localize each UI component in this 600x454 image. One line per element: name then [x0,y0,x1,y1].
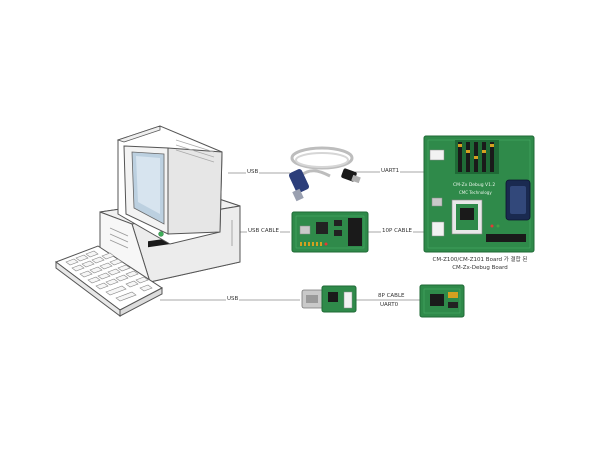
10p-cable-label: 10P CABLE [381,228,413,235]
usb-top-label: USB [246,169,260,176]
mini-usb-port-icon [299,225,311,235]
8p-cable-label: 8P CABLE [378,293,405,299]
uart1-label: UART1 [380,168,401,175]
usb-cable-label: USB CABLE [247,228,280,235]
usb-bottom-label: USB [226,296,240,303]
caption-line-1: CM-Z100/CM-Z101 Board 가 결합 된 [432,257,528,263]
db9-connector-icon [288,169,310,193]
usb-serial-cable [288,146,361,202]
debug-board-vendor-text: CMC Technology [459,190,492,195]
usb-stick-adapter [301,285,357,313]
debug-board-caption: CM-Z100/CM-Z101 Board 가 결합 된 CM-Zx-Debug… [420,256,540,272]
keyboard-keys [65,250,153,302]
debug-board [423,135,535,253]
computer-illustration [54,125,241,317]
uart0-label: UART0 [380,302,399,308]
caption-line-2: CM-Zx-Debug Board [452,265,508,271]
usb-programmer-board [291,211,369,253]
power-led-icon [158,231,164,237]
small-module-board [419,284,465,318]
debug-board-silk-text: CM-Zx Debug V1.2 [453,183,496,188]
